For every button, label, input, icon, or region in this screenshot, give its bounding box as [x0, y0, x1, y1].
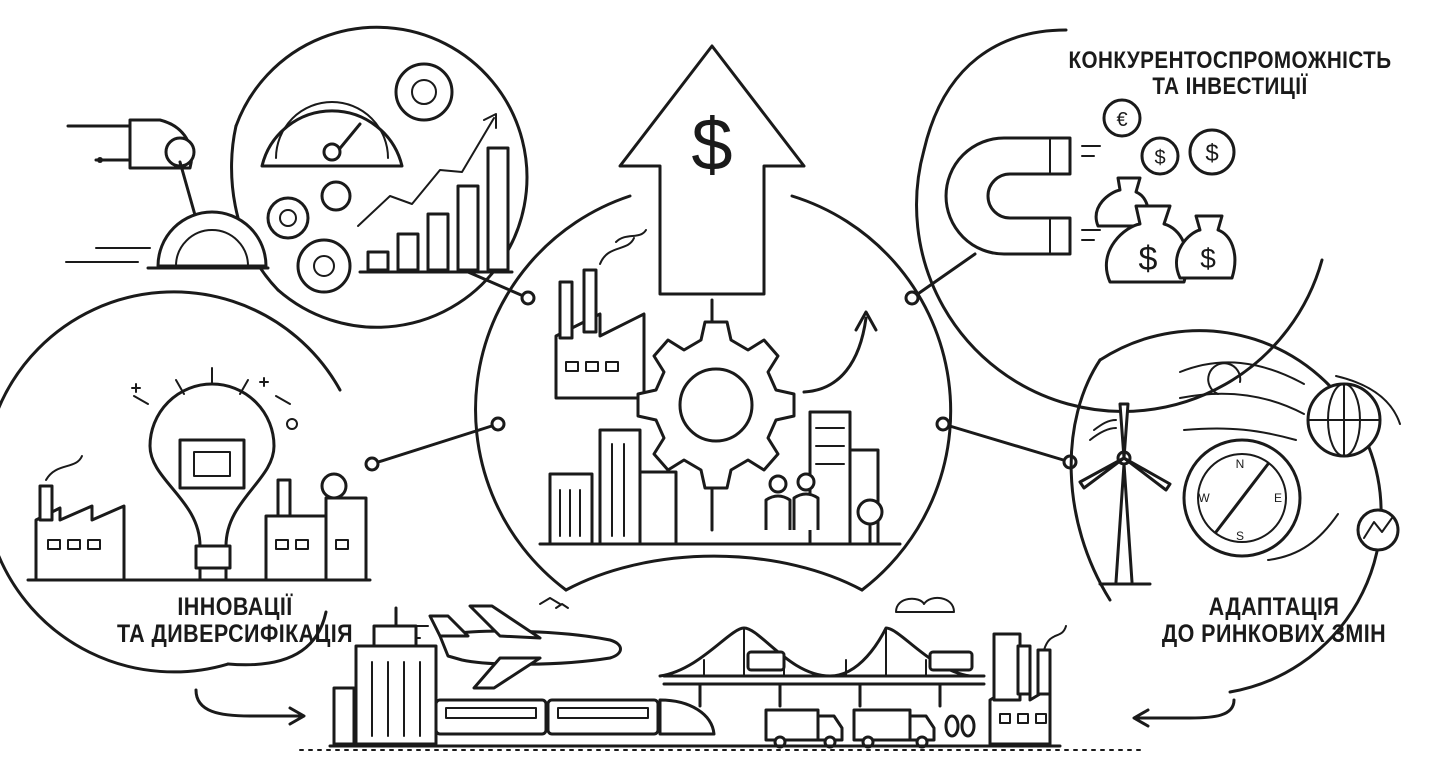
innovation-title-line1: ІННОВАЦІЇ — [177, 593, 293, 621]
competitiveness-title-line1: КОНКУРЕНТОСПРОМОЖНІСТЬ — [1068, 47, 1392, 74]
growth-arrow — [618, 44, 806, 296]
euro-sign: € — [1116, 109, 1127, 131]
adaptation-title-line2: ДО РИНКОВИХ ЗМІН — [1161, 620, 1387, 648]
factory-icon — [554, 229, 647, 400]
dollar-coin-2: $ — [1205, 140, 1218, 167]
compass-n: N — [1236, 457, 1245, 471]
innovation-circle — [0, 290, 372, 726]
productivity-circle — [230, 25, 529, 329]
compass-w: W — [1198, 491, 1210, 505]
money-bag-dollar: $ — [1139, 240, 1158, 278]
compass-e: E — [1274, 491, 1282, 505]
competitiveness-title-line2: ТА ІНВЕСТИЦІЇ — [1152, 72, 1308, 100]
money-bag-dollar-2: $ — [1200, 243, 1216, 274]
dollar-sign: $ — [691, 103, 732, 186]
dollar-coin-1: $ — [1154, 147, 1165, 169]
train-nose — [658, 698, 716, 736]
compass-s: S — [1236, 529, 1244, 543]
innovation-label: ІННОВАЦІЇ ТА ДИВЕРСИФІКАЦІЯ — [93, 594, 377, 648]
central-growth-circle: $ — [474, 44, 953, 592]
transport-scene — [299, 596, 1141, 751]
competitiveness-label: КОНКУРЕНТОСПРОМОЖНІСТЬ ТА ІНВЕСТИЦІЇ — [1058, 48, 1402, 100]
hand-lever-icon — [65, 118, 270, 270]
adaptation-title-line1: АДАПТАЦІЯ — [1208, 593, 1340, 621]
city-buildings — [538, 410, 902, 546]
competitiveness-circle: € $ $ $ $ — [915, 28, 1324, 413]
gear-icon — [636, 310, 878, 490]
bridge-icon — [658, 626, 972, 678]
truck-2 — [852, 708, 912, 742]
adaptation-label: АДАПТАЦІЯ ДО РИНКОВИХ ЗМІН — [1145, 594, 1403, 648]
innovation-title-line2: ТА ДИВЕРСИФІКАЦІЯ — [116, 620, 354, 648]
truck-1 — [764, 708, 820, 742]
adaptation-circle: N S E W — [1069, 329, 1401, 728]
